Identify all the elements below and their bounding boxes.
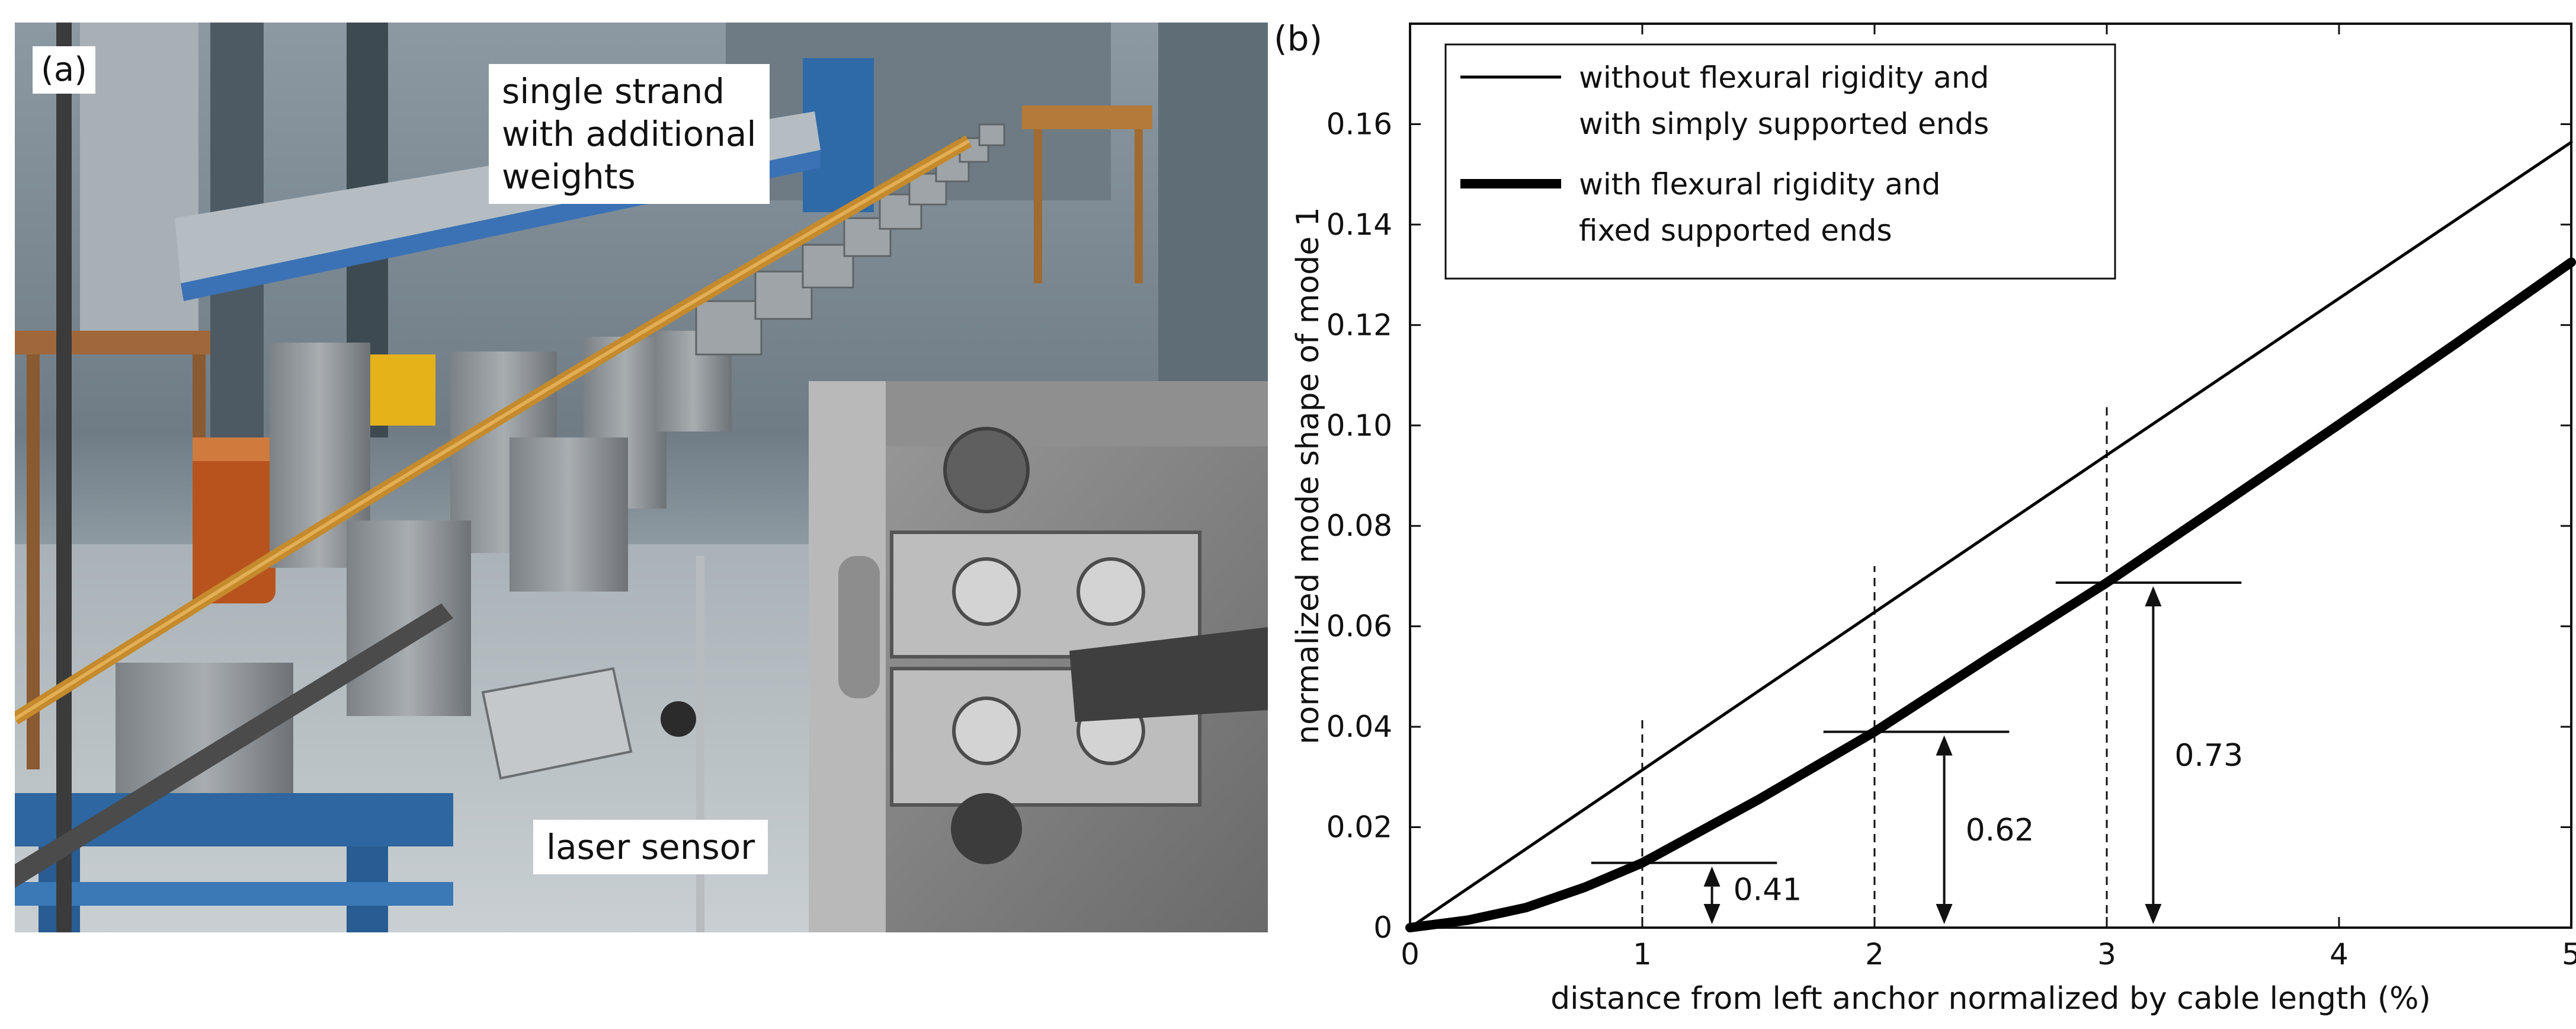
ratio-arrow-head-up: [1703, 866, 1720, 887]
axis-ticks: 0 1 2 3 4 5 0 0.02 0.04 0.06 0.08 0.10 0.12 0.14 0.16: [1327, 24, 2576, 972]
y-tick-label: 0.06: [1327, 609, 1392, 644]
panel-b-label: (b): [1274, 18, 1322, 59]
y-tick-label: 0.12: [1327, 308, 1392, 342]
x-tick-label: 1: [1633, 937, 1652, 972]
y-tick-label: 0.14: [1327, 207, 1392, 242]
y-axis-label: normalized mode shape of mode 1: [1290, 207, 1326, 744]
x-tick-label: 5: [2562, 937, 2576, 972]
ratio-label: 0.41: [1734, 872, 1802, 907]
ratio-arrow-head-up: [1936, 735, 1953, 756]
legend-box: [1444, 43, 2116, 280]
y-tick-label: 0: [1373, 910, 1392, 945]
ratio-arrow-head-down: [1703, 904, 1720, 924]
ratio-arrow-head-down: [1936, 904, 1953, 924]
panel-a-label: (a): [33, 46, 96, 94]
series-layer: [1405, 140, 2576, 932]
y-tick-label: 0.08: [1327, 509, 1392, 543]
x-tick-label: 2: [1865, 937, 1884, 972]
ratio-label: 0.62: [1966, 813, 2034, 848]
x-tick-label: 3: [2097, 937, 2116, 972]
ratio-arrow-head-up: [2145, 586, 2162, 606]
ratio-arrow-head-down: [2145, 904, 2162, 924]
y-tick-label: 0.16: [1327, 107, 1392, 141]
plot-frame: [1409, 23, 2572, 929]
series-line-2: [1405, 257, 2576, 932]
annotation-guides: 0.41 0.62 0.73: [1591, 405, 2243, 928]
y-tick-label: 0.10: [1327, 408, 1392, 443]
ratio-label: 0.73: [2174, 738, 2243, 774]
series-line-1: [1408, 140, 2573, 929]
callout-laser-sensor: laser sensor: [533, 820, 768, 874]
y-tick-label: 0.02: [1327, 810, 1392, 845]
photo-panel: (a) single strand with additional weight…: [15, 23, 1268, 932]
x-tick-label: 4: [2330, 937, 2348, 972]
callout-single-strand: single strand with additional weights: [489, 64, 770, 204]
y-tick-label: 0.04: [1327, 710, 1392, 744]
x-tick-label: 0: [1401, 937, 1420, 972]
x-axis-label: distance from left anchor normalized by …: [1550, 981, 2431, 1017]
